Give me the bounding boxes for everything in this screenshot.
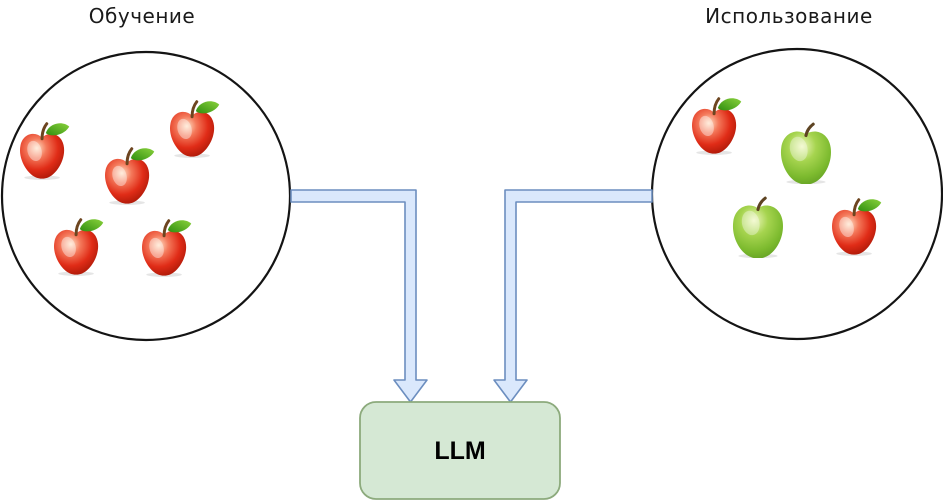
llm-label: LLM xyxy=(434,437,485,465)
arrow-inference-to-llm xyxy=(493,189,653,403)
training-set-circle xyxy=(0,50,292,342)
training-title: Обучение xyxy=(88,4,196,28)
inference-set-circle xyxy=(650,47,943,341)
llm-box xyxy=(359,401,561,500)
inference-title: Использование xyxy=(705,4,873,28)
arrow-training-to-llm xyxy=(290,189,428,403)
